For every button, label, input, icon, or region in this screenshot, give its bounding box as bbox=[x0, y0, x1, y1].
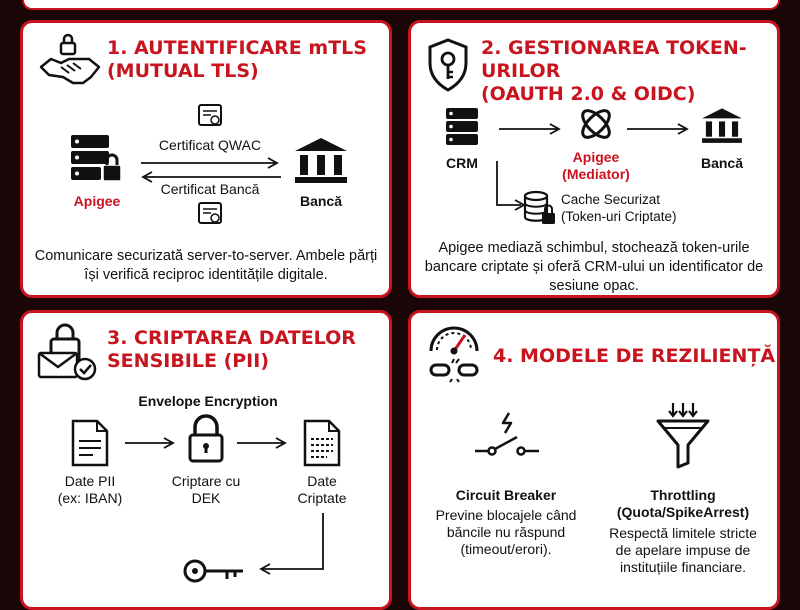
bank-icon bbox=[295, 138, 347, 183]
arrow-label-bottom: Certificat Bancă bbox=[160, 181, 260, 197]
funnel-icon bbox=[656, 403, 710, 469]
card-mtls: 1. AUTENTIFICARE mTLS(MUTUAL TLS) Apigee… bbox=[20, 20, 392, 298]
step-pii-label: Date PII(ex: IBAN) bbox=[57, 473, 123, 506]
node-crm: CRM bbox=[446, 155, 478, 171]
circuit-breaker-label: Circuit Breaker bbox=[455, 487, 557, 503]
padlock-icon bbox=[188, 414, 224, 463]
node-apigee: Apigee bbox=[73, 193, 121, 209]
card-description: Apigee mediază schimbul, stochează token… bbox=[424, 240, 764, 294]
top-card-edge bbox=[22, 0, 780, 10]
circuit-switch-icon bbox=[475, 412, 539, 456]
document-icon bbox=[71, 419, 109, 467]
handshake-lock-icon bbox=[39, 33, 101, 85]
arrow-down-right bbox=[496, 161, 526, 211]
apigee-logo-icon bbox=[581, 109, 611, 139]
card-title: 1. AUTENTIFICARE mTLS(MUTUAL TLS) bbox=[107, 37, 367, 82]
cache-label: Cache Securizat(Token-uri Criptate) bbox=[561, 192, 677, 224]
throttling-label: Throttling(Quota/SpikeArrest) bbox=[616, 487, 750, 520]
arrow-right bbox=[237, 437, 287, 449]
card-description: Comunicare securizată server-to-server. … bbox=[34, 248, 378, 283]
key-icon bbox=[183, 559, 243, 583]
card-title: 2. GESTIONAREA TOKEN-URILOR(OAUTH 2.0 & … bbox=[481, 37, 747, 105]
server-icon bbox=[446, 108, 478, 145]
node-bank: Bancă bbox=[299, 193, 343, 209]
server-lock-icon bbox=[71, 135, 122, 182]
node-apigee-mediator: Apigee(Mediator) bbox=[562, 149, 630, 182]
card-title: 4. MODELE DE REZILIENȚĂ bbox=[493, 345, 776, 367]
arrow-right bbox=[499, 123, 561, 135]
card-oauth: 2. GESTIONAREA TOKEN-URILOR(OAUTH 2.0 & … bbox=[408, 20, 780, 298]
envelope-encryption-subtitle: Envelope Encryption bbox=[138, 393, 278, 409]
arrow-right bbox=[141, 157, 279, 169]
certificate-icon bbox=[198, 202, 222, 224]
arrow-right bbox=[627, 123, 689, 135]
card-resilience: 4. MODELE DE REZILIENȚĂ Circuit Breaker … bbox=[408, 310, 780, 610]
lock-envelope-icon bbox=[37, 323, 97, 381]
arrow-left bbox=[141, 171, 281, 183]
arrow-right bbox=[125, 437, 175, 449]
bank-icon bbox=[702, 108, 742, 143]
arrow-label-top: Certificat QWAC bbox=[158, 137, 262, 153]
encrypted-document-icon bbox=[303, 419, 341, 467]
database-lock-icon bbox=[523, 190, 555, 224]
return-arrow bbox=[259, 513, 324, 575]
certificate-icon bbox=[198, 104, 222, 126]
gauge-broken-link-icon bbox=[429, 326, 479, 383]
node-bank: Bancă bbox=[700, 155, 744, 171]
shield-key-icon bbox=[428, 38, 468, 92]
